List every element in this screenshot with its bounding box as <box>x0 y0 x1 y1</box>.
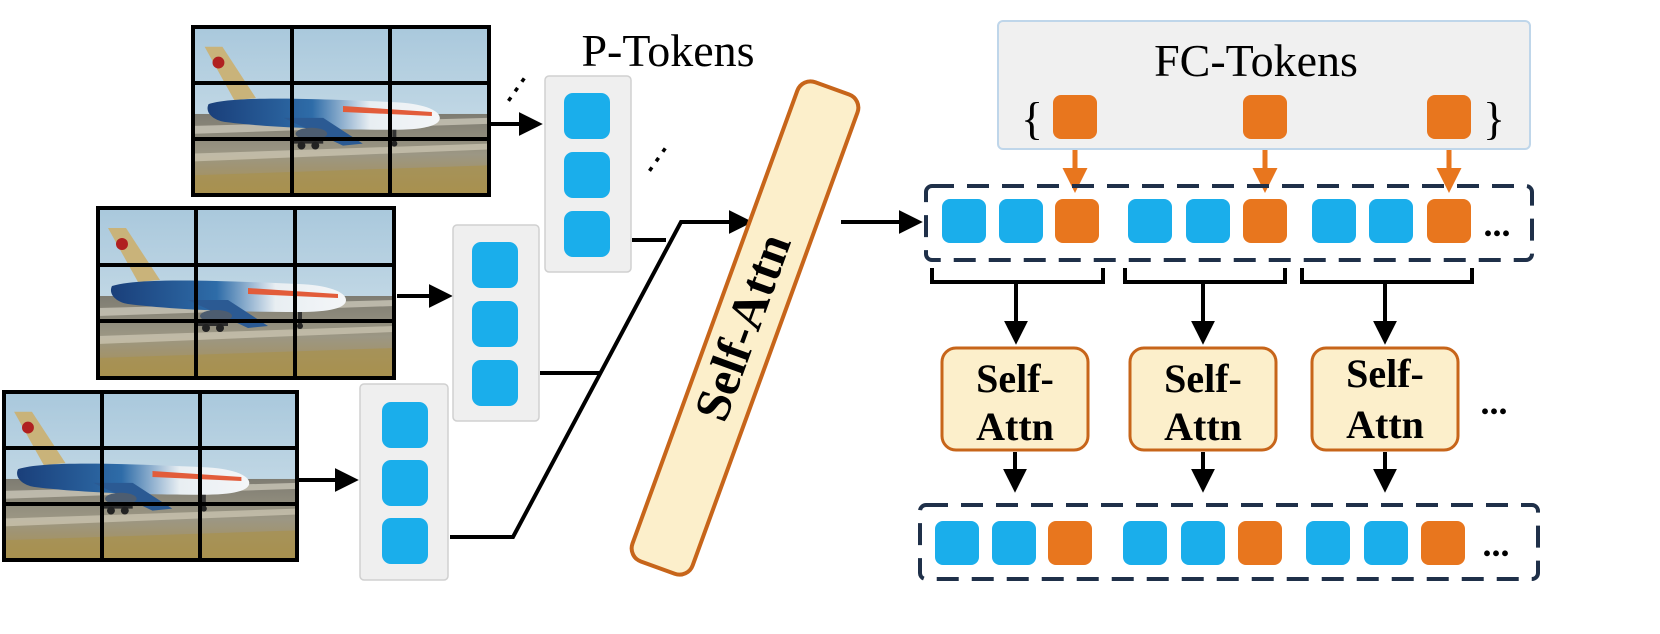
blue-token <box>564 93 610 139</box>
group-brackets <box>930 268 1474 345</box>
orange-token <box>1421 521 1465 565</box>
blue-token <box>382 402 428 448</box>
orange-token <box>1243 199 1287 243</box>
orange-token <box>1238 521 1282 565</box>
blue-token <box>1306 521 1350 565</box>
self-attn-block-1: Self- Attn <box>940 346 1090 452</box>
frame-middle <box>96 206 396 380</box>
orange-token <box>1427 95 1471 139</box>
p-token-panel-back <box>544 75 632 273</box>
blue-token <box>1312 199 1356 243</box>
fc-token-arrows <box>1062 150 1462 193</box>
self-attn-label: Self- <box>1346 351 1424 396</box>
blue-token <box>472 360 518 406</box>
self-attn-label: Attn <box>1346 402 1424 447</box>
blue-token <box>1123 521 1167 565</box>
orange-token <box>1055 199 1099 243</box>
blue-token <box>564 211 610 257</box>
blue-token <box>942 199 986 243</box>
blue-token <box>1186 199 1230 243</box>
blue-token <box>1128 199 1172 243</box>
self-attn-label: Self- <box>1164 356 1242 401</box>
vertical-dots: ⋮ <box>633 135 682 185</box>
orange-token <box>1048 521 1092 565</box>
blue-token <box>1369 199 1413 243</box>
fc-tokens-panel: FC-Tokens { } <box>997 20 1531 150</box>
self-attn-main-label: Self-Attn <box>683 226 802 428</box>
frame-back <box>191 25 491 197</box>
p-token-panel-middle <box>452 224 540 422</box>
blue-token <box>1364 521 1408 565</box>
ellipsis: ... <box>1483 524 1510 564</box>
p-token-panel-front <box>359 383 449 581</box>
ellipsis: ... <box>1484 204 1511 244</box>
self-attn-label: Attn <box>976 404 1054 449</box>
vertical-dots: ⋮ <box>492 65 541 115</box>
blue-token <box>564 152 610 198</box>
blue-token <box>382 518 428 564</box>
token-sequence-top: ... <box>924 184 1534 262</box>
blue-token <box>935 521 979 565</box>
curly-brace-open: { <box>1021 93 1043 144</box>
self-attn-label: Self- <box>976 356 1054 401</box>
ellipsis: ... <box>1481 382 1508 422</box>
orange-token <box>1053 95 1097 139</box>
output-arrows <box>1003 452 1397 493</box>
self-attn-label: Attn <box>1164 404 1242 449</box>
blue-token <box>999 199 1043 243</box>
merge-lines <box>450 210 753 539</box>
blue-token <box>472 242 518 288</box>
blue-token <box>1181 521 1225 565</box>
blue-token <box>992 521 1036 565</box>
p-tokens-label: P-Tokens <box>581 25 754 76</box>
self-attn-block-2: Self- Attn <box>1128 346 1278 452</box>
self-attn-block-3: Self- Attn <box>1310 346 1460 452</box>
blue-token <box>472 301 518 347</box>
token-sequence-bottom: ... <box>918 503 1540 581</box>
orange-token <box>1427 199 1471 243</box>
curly-brace-close: } <box>1483 93 1505 144</box>
fc-tokens-label: FC-Tokens <box>1154 35 1358 86</box>
frame-front <box>2 390 299 562</box>
blue-token <box>382 460 428 506</box>
orange-token <box>1243 95 1287 139</box>
